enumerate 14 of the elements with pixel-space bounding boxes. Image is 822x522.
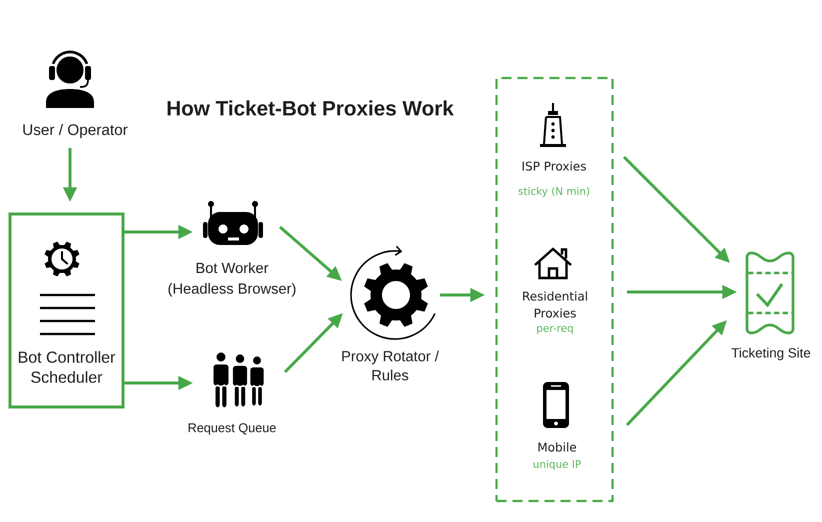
dashed-group-box (495, 76, 614, 502)
node-label: Ticketing Site (732, 348, 810, 360)
node-label: Mobile (538, 442, 576, 452)
note-label: unique IP (534, 460, 581, 470)
title: How Ticket-Bot Proxies Work (168, 100, 454, 116)
process-box: Bot Controller Scheduler (8, 212, 124, 408)
node-label: ISP Proxies (522, 161, 586, 171)
node-label: Bot Worker (Headless Browser) (168, 262, 296, 297)
note-label: sticky (N min) (518, 186, 590, 198)
node-label: User / Operator (23, 124, 128, 138)
node-label: Residential Proxies (523, 291, 587, 318)
note-label: per-req (537, 326, 573, 334)
node-label: Proxy Rotator / Rules (342, 350, 439, 380)
node-label: Request Queue (188, 423, 276, 435)
